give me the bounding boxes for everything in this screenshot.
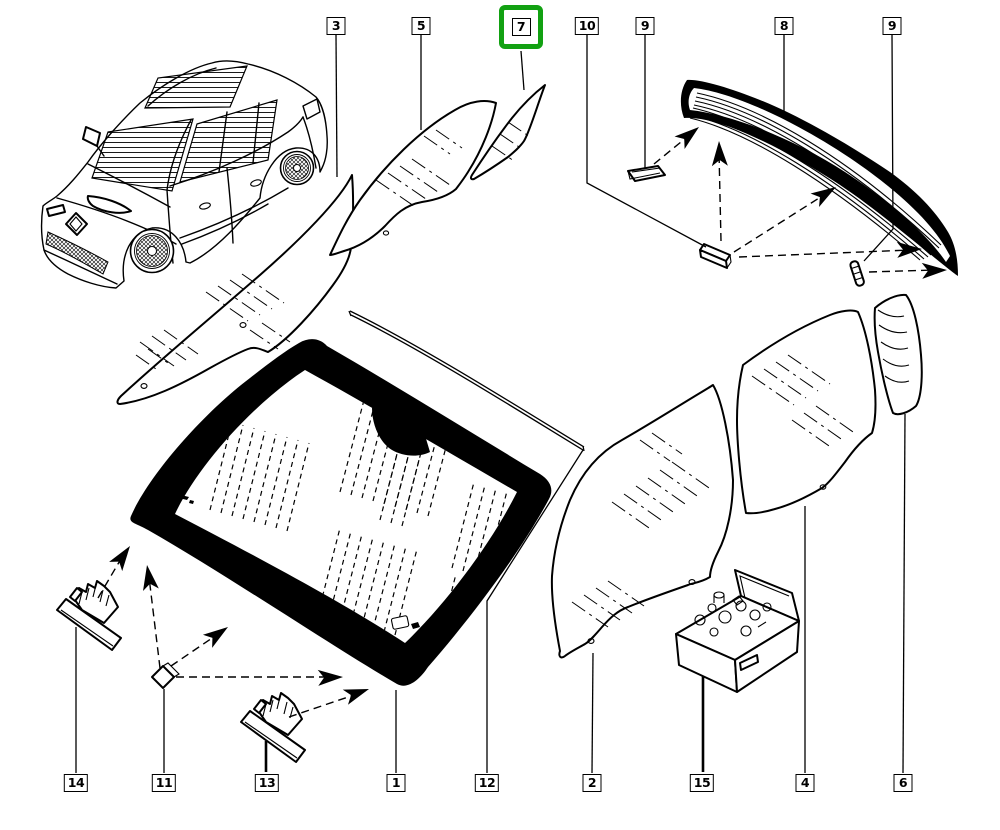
car-front-wheel — [129, 228, 175, 274]
car-roof-glass — [144, 65, 248, 109]
callout-8[interactable]: 8 — [774, 17, 794, 35]
assembly-arrows — [97, 120, 948, 718]
locating-clip-diamond — [151, 662, 180, 689]
renault-logo — [65, 212, 88, 236]
callout-6[interactable]: 6 — [893, 774, 913, 792]
leader-lines — [75, 34, 906, 774]
fitting-kit-box — [675, 569, 800, 693]
kit-contents — [694, 591, 772, 637]
callout-1[interactable]: 1 — [386, 774, 406, 792]
front-door-glass-right — [550, 384, 734, 659]
quarter-glass-left — [469, 84, 546, 181]
callout-9b[interactable]: 9 — [882, 17, 902, 35]
rear-spoiler — [680, 79, 958, 276]
callout-12[interactable]: 12 — [474, 774, 500, 792]
car-mirror — [82, 126, 101, 147]
callout-10[interactable]: 10 — [574, 17, 600, 35]
car-side-glass — [179, 99, 278, 183]
car-windshield-glass — [91, 118, 194, 192]
windshield-stamp-marks — [179, 495, 430, 634]
callout-11[interactable]: 11 — [151, 774, 177, 792]
callout-4[interactable]: 4 — [795, 774, 815, 792]
callout-15[interactable]: 15 — [689, 774, 715, 792]
car-headlight — [86, 195, 132, 214]
selected-callout-highlight: 7 — [499, 5, 543, 49]
car-grille — [45, 231, 109, 275]
quarter-glass-right — [873, 293, 923, 416]
callout-5[interactable]: 5 — [411, 17, 431, 35]
rear-door-glass-left — [329, 100, 497, 256]
windshield-upper-moulding — [348, 310, 585, 452]
rear-door-glass-right — [736, 309, 877, 515]
vehicle-illustration — [40, 60, 328, 289]
spoiler-clip-left — [627, 165, 666, 182]
front-door-glass-left — [116, 174, 355, 405]
spoiler-clip-right — [849, 260, 865, 287]
car-rear-wheel — [279, 150, 315, 186]
rain-sensor-bracket — [56, 580, 122, 651]
callout-3[interactable]: 3 — [326, 17, 346, 35]
mirror-base-bracket — [240, 692, 306, 763]
callout-14[interactable]: 14 — [63, 774, 89, 792]
windshield — [130, 339, 552, 686]
callout-7[interactable]: 7 — [511, 18, 531, 36]
spoiler-fastener-bar — [699, 243, 732, 269]
mirror-mount-patch — [372, 405, 430, 456]
callout-9a[interactable]: 9 — [635, 17, 655, 35]
callout-2[interactable]: 2 — [582, 774, 602, 792]
callout-13[interactable]: 13 — [254, 774, 280, 792]
